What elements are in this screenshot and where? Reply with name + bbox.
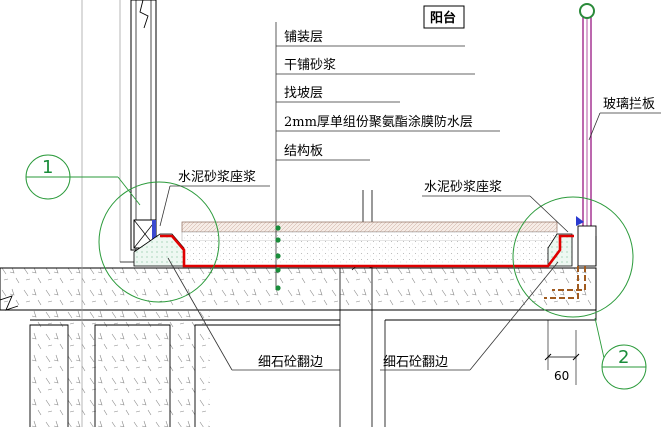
layer-leaders — [275, 22, 500, 291]
detail-marker-2: 2 — [618, 347, 629, 368]
left-curb-label: 细石砼翻边 — [258, 355, 323, 370]
detail-circles — [25, 154, 647, 390]
left-mortar-label: 水泥砂浆座浆 — [178, 170, 256, 185]
detail-marker-1: 1 — [42, 157, 53, 178]
layer-label-dry-mortar: 干铺砂浆 — [284, 58, 336, 73]
floor-buildup — [133, 221, 573, 267]
railing-label: 玻璃拦板 — [603, 97, 655, 112]
area-label-box — [423, 5, 465, 29]
waterproof-membrane-line — [160, 234, 574, 268]
dimension-value: 60 — [554, 369, 569, 383]
layer-label-waterproof: 2mm厚单组份聚氨酯涂膜防水层 — [284, 114, 473, 130]
callout-leaders — [159, 112, 661, 371]
right-mortar-label: 水泥砂浆座浆 — [424, 180, 502, 195]
layer-label-slope: 找坡层 — [284, 86, 323, 101]
layer-label-paving: 铺装层 — [284, 30, 323, 45]
area-label: 阳台 — [430, 10, 456, 26]
right-curb-label: 细石砼翻边 — [383, 355, 448, 370]
door-frame-left — [81, 0, 157, 427]
layer-label-structure: 结构板 — [284, 144, 323, 159]
dimension-60 — [544, 330, 580, 385]
